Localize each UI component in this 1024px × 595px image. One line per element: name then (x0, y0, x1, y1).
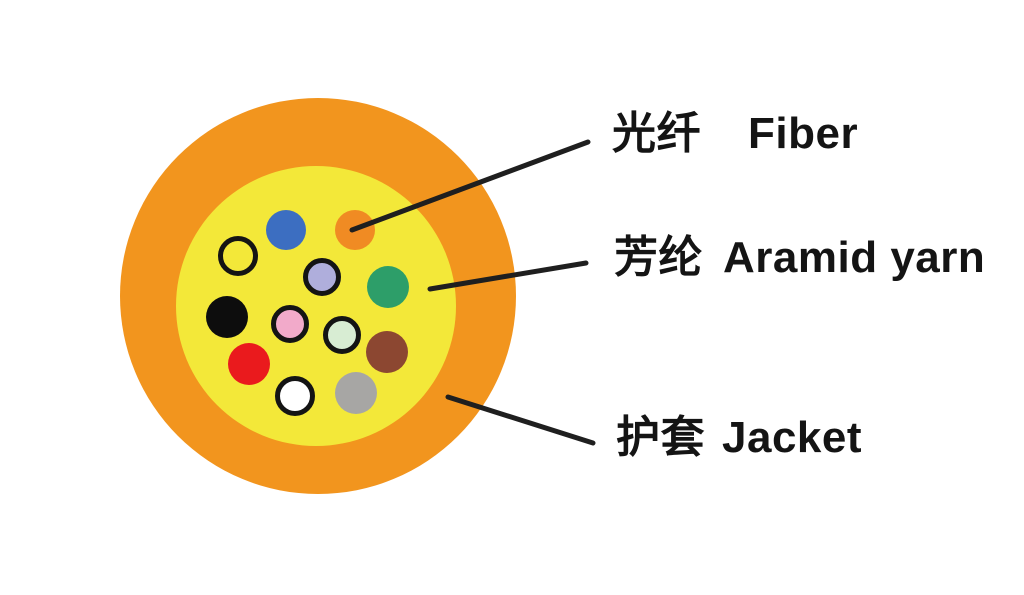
label-jacket: 护套 Jacket (616, 413, 863, 462)
fiber-dot-brown (366, 331, 408, 373)
label-fiber-en: Fiber (748, 109, 859, 158)
label-fiber-zh: 光纤 (612, 109, 701, 158)
label-jacket-en: Jacket (722, 413, 863, 462)
label-aramid-yarn: 芳纶 Aramid yarn (614, 233, 986, 282)
fiber-dot-blue (266, 210, 306, 250)
label-aramid-yarn-zh: 芳纶 (614, 233, 703, 282)
label-aramid-yarn-en: Aramid yarn (723, 233, 986, 282)
fiber-dot-gray (335, 372, 377, 414)
label-fiber: 光纤 Fiber (612, 109, 859, 158)
fiber-dot-green (367, 266, 409, 308)
leader-line-jacket (445, 394, 596, 446)
fiber-dot-aqua (323, 316, 361, 354)
leader-line-fiber (349, 139, 591, 233)
leader-line-aramid-yarn (427, 260, 589, 292)
fiber-dot-yellow (218, 236, 258, 276)
fiber-dot-red (228, 343, 270, 385)
fiber-dot-violet (303, 258, 341, 296)
fiber-dot-rose (271, 305, 309, 343)
fiber-dot-white (275, 376, 315, 416)
label-jacket-zh: 护套 (616, 413, 705, 462)
fiber-dot-black (206, 296, 248, 338)
